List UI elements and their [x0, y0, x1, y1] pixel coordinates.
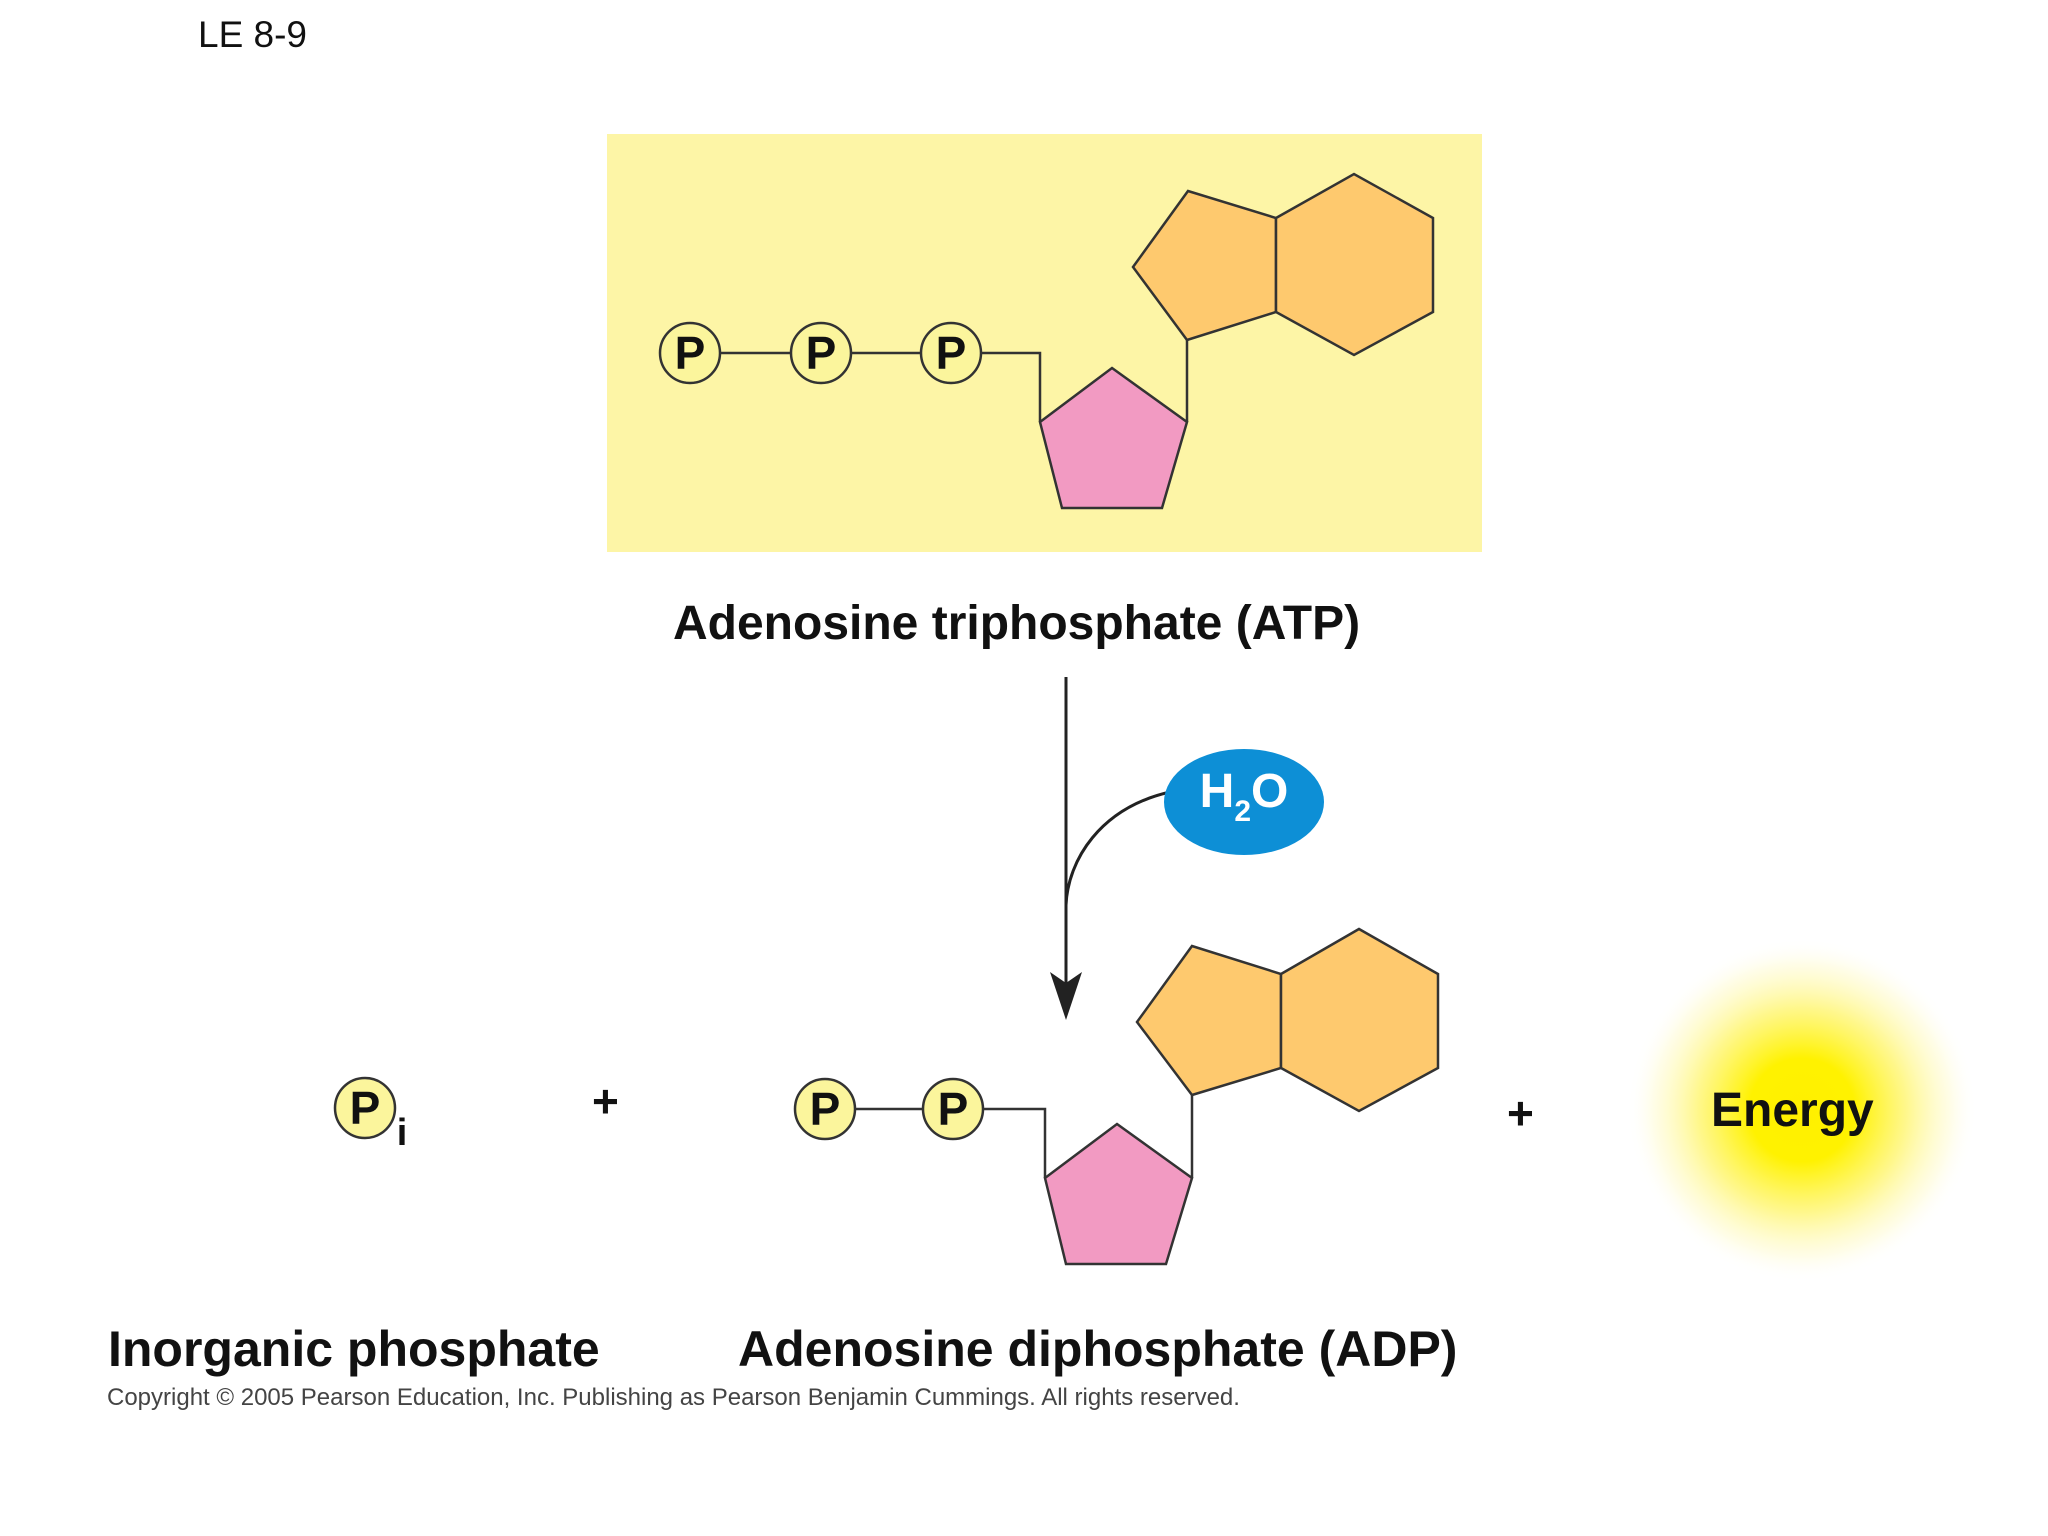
phosphate-group: [921, 1077, 985, 1141]
water-input-curve: [1064, 790, 1171, 906]
inorganic-phosphate-label: Inorganic phosphate: [108, 1321, 600, 1377]
adenine-pentagon-ring: [1135, 944, 1283, 1097]
inorganic-phosphate-group: [333, 1076, 397, 1140]
atp-label: Adenosine triphosphate (ATP): [673, 597, 1361, 650]
figure-tag: LE 8-9: [198, 14, 308, 55]
adp-molecule: [793, 927, 1440, 1266]
plus-sign: +: [1507, 1087, 1534, 1139]
reaction-arrow: [1050, 677, 1171, 1020]
copyright-notice: Copyright © 2005 Pearson Education, Inc.…: [107, 1384, 1240, 1411]
water-molecule: [1164, 749, 1324, 855]
adenine-hexagon-ring: [1274, 172, 1435, 357]
adenine-hexagon-ring: [1279, 927, 1440, 1113]
phosphate-ribose-bond: [983, 1107, 1047, 1178]
phosphate-ribose-bond: [981, 351, 1042, 422]
phosphate-symbol: P: [806, 327, 837, 379]
ribose-pentagon: [1043, 1122, 1194, 1266]
phosphate-group: [789, 321, 853, 385]
adenine-pentagon-ring: [1131, 189, 1278, 342]
ribose-pentagon: [1038, 366, 1189, 510]
arrow-head: [1050, 972, 1082, 1020]
atp-molecule: [658, 172, 1435, 510]
phosphate-group: [793, 1077, 857, 1141]
phosphate-symbol: P: [810, 1083, 841, 1135]
energy-label: Energy: [1711, 1084, 1874, 1137]
phosphate-symbol: P: [938, 1083, 969, 1135]
plus-sign: +: [592, 1075, 619, 1127]
adp-label: Adenosine diphosphate (ADP): [738, 1321, 1458, 1377]
energy-glow: [1627, 938, 1977, 1282]
inorganic-phosphate-subscript: i: [397, 1112, 408, 1154]
phosphate-symbol: P: [675, 327, 706, 379]
phosphate-group: [658, 321, 722, 385]
inorganic-phosphate-symbol: P: [350, 1082, 381, 1134]
water-label: H2O: [1200, 765, 1289, 828]
phosphate-symbol: P: [936, 327, 967, 379]
phosphate-group: [919, 321, 983, 385]
